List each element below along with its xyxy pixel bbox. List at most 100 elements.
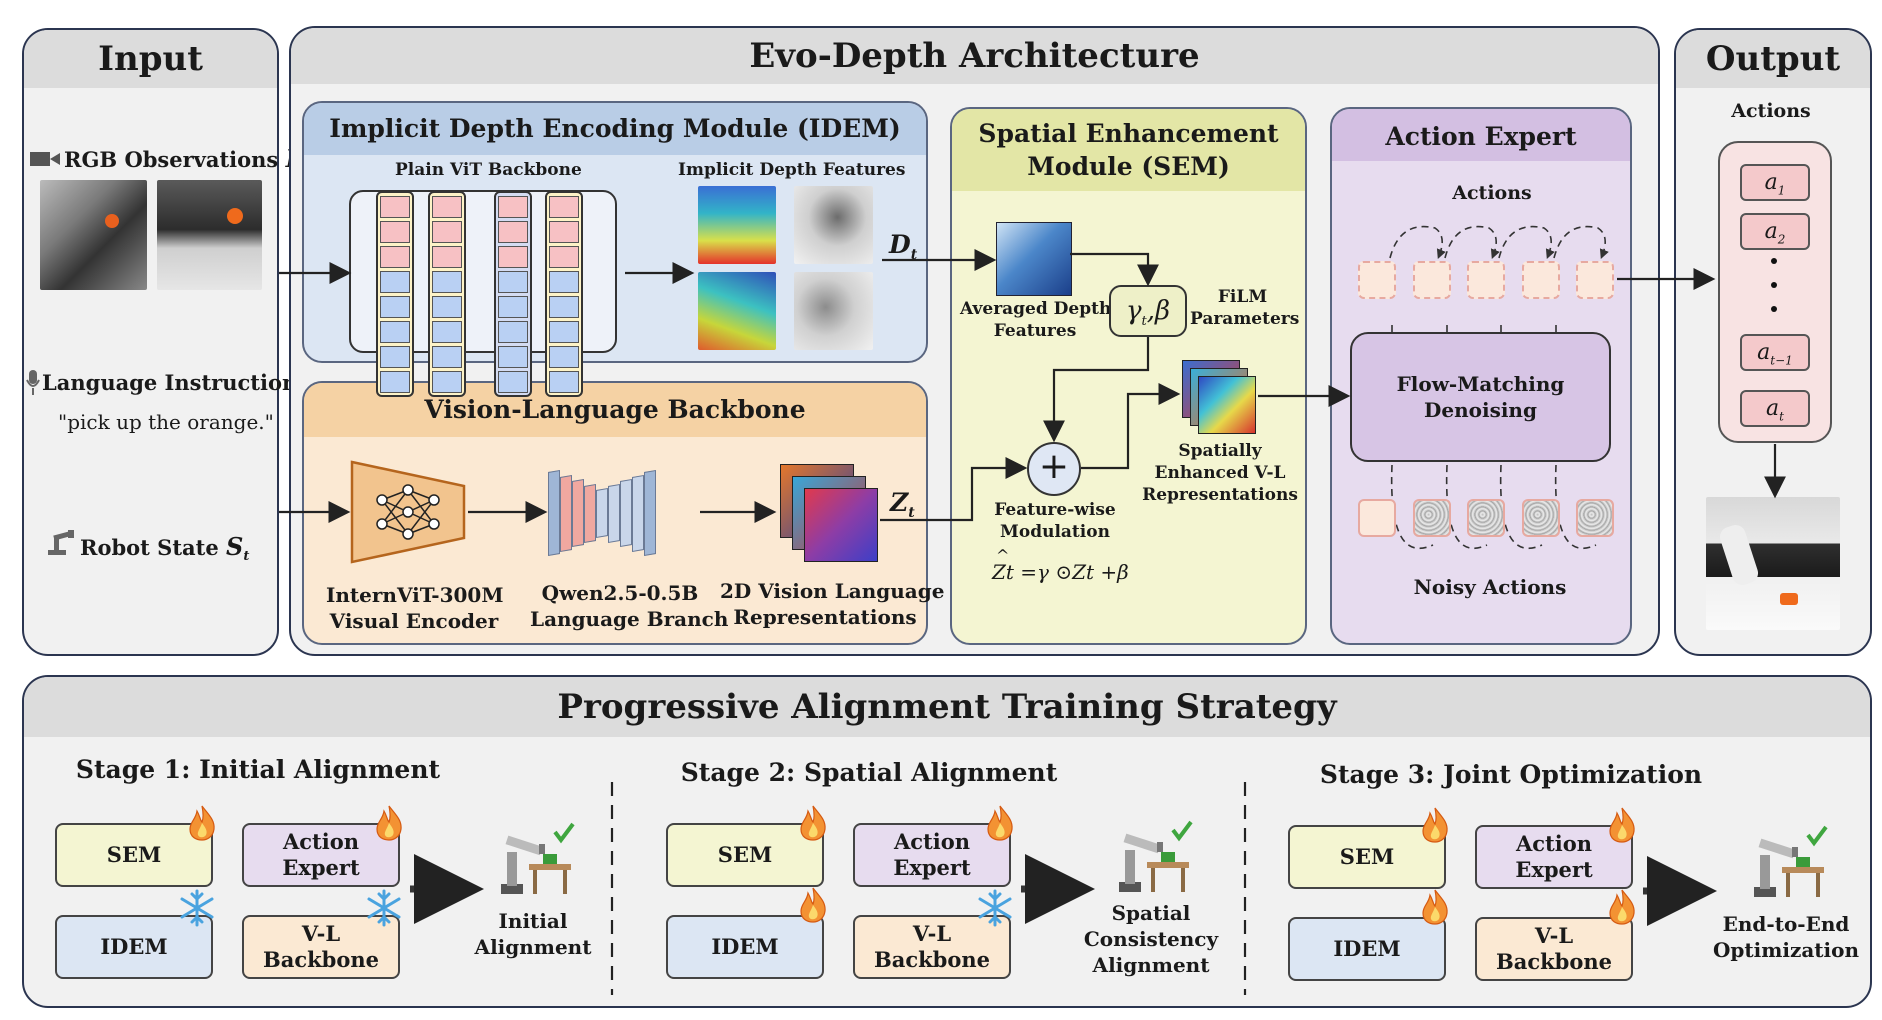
- rgb-observations-label: RGB Observations It: [64, 144, 303, 176]
- stage-sem-box: SEM: [55, 823, 213, 887]
- vl-backbone-title: Vision-Language Backbone: [304, 383, 926, 437]
- vit-token: [498, 221, 528, 243]
- clean-action-token: [1358, 499, 1396, 537]
- vit-token: [432, 271, 462, 293]
- box-line: Action: [1515, 831, 1593, 856]
- language-instruction-label: Language Instruction Lt: [42, 367, 327, 399]
- frozen-snowflake-icon: [976, 889, 1014, 927]
- predicted-action-token: [1576, 261, 1614, 299]
- output-ellipsis: [1769, 258, 1779, 318]
- input-title: Input: [24, 30, 277, 88]
- lm-layer: [644, 469, 656, 557]
- microphone-icon: [26, 370, 40, 396]
- vit-token: [498, 196, 528, 218]
- token-symbol: a: [1757, 340, 1771, 365]
- lm-layer: [608, 483, 620, 543]
- output-actions-label: Actions: [1731, 100, 1811, 122]
- token-symbol: a: [1766, 396, 1780, 421]
- predicted-action-token: [1522, 261, 1560, 299]
- vit-token: [549, 196, 579, 218]
- stage-idem-box: IDEM: [666, 915, 824, 979]
- language-branch-icon: [548, 464, 688, 560]
- vit-token: [498, 246, 528, 268]
- instruction-text: "pick up the orange.": [58, 410, 274, 434]
- box-line: V-L: [1534, 923, 1574, 948]
- vit-token: [549, 296, 579, 318]
- trainable-flame-icon: [799, 887, 827, 923]
- stage-title: Stage 2: Spatial Alignment: [680, 758, 1058, 787]
- vit-token: [380, 346, 410, 368]
- lm-layer: [548, 469, 560, 557]
- training-title: Progressive Alignment Training Strategy: [24, 677, 1870, 737]
- predicted-action-token: [1413, 261, 1451, 299]
- token-symbol: a: [1764, 170, 1778, 195]
- vit-token: [432, 196, 462, 218]
- predicted-action-token: [1358, 261, 1396, 299]
- box-line: V-L: [301, 921, 341, 946]
- visual-encoder-icon: [350, 460, 466, 564]
- box-line: Expert: [282, 855, 360, 880]
- output-title: Output: [1676, 30, 1870, 88]
- enhanced-vl-icon: [1182, 360, 1256, 434]
- output-robot-image: [1706, 497, 1840, 630]
- vit-token: [380, 371, 410, 393]
- idem-title: Implicit Depth Encoding Module (IDEM): [304, 103, 926, 155]
- vit-token: [549, 221, 579, 243]
- output-action-token: a1: [1740, 164, 1810, 201]
- stage-robot-icon: [1746, 825, 1830, 901]
- vit-token: [432, 221, 462, 243]
- depth-image-1: [794, 186, 873, 264]
- vit-token: [498, 296, 528, 318]
- lm-layer: [596, 487, 608, 539]
- stage-robot-icon: [493, 822, 577, 898]
- action-expert-actions-label: Actions: [1452, 182, 1532, 204]
- lm-layer: [620, 478, 632, 548]
- rgb-image-1: [40, 180, 147, 290]
- action-expert-title: Action Expert: [1332, 109, 1630, 161]
- result-line: End-to-End: [1722, 912, 1850, 936]
- stage-idem-box: IDEM: [55, 915, 213, 979]
- vit-token: [432, 321, 462, 343]
- result-line: Optimization: [1712, 938, 1860, 962]
- vit-token: [498, 321, 528, 343]
- stage-robot-icon: [1111, 820, 1195, 896]
- vit-token: [498, 371, 528, 393]
- stage-title: Stage 1: Initial Alignment: [75, 755, 441, 784]
- vit-token: [432, 346, 462, 368]
- vit-token: [380, 221, 410, 243]
- modulation-equation: ^Zt =γ ⊙Zt +β: [992, 546, 1129, 584]
- result-line: Initial: [498, 909, 568, 933]
- noisy-action-token: [1576, 499, 1614, 537]
- zt-label: Zt: [890, 488, 915, 521]
- token-subscript: 1: [1777, 183, 1786, 198]
- trainable-flame-icon: [375, 805, 403, 841]
- vit-token: [549, 371, 579, 393]
- box-line: Expert: [1515, 857, 1593, 882]
- box-line: V-L: [912, 921, 952, 946]
- noisy-action-token: [1413, 499, 1451, 537]
- token-subscript: 2: [1777, 232, 1786, 247]
- robot-arm-icon: [46, 530, 76, 556]
- camera-icon: [30, 150, 60, 168]
- trainable-flame-icon: [1421, 807, 1449, 843]
- box-line: Backbone: [873, 947, 990, 972]
- vit-token: [380, 196, 410, 218]
- lm-layer: [632, 474, 644, 552]
- result-line: Alignment: [474, 935, 592, 959]
- vl-representations-icon: [780, 464, 880, 562]
- depth-features-label: Implicit Depth Features: [678, 160, 906, 180]
- trainable-flame-icon: [188, 805, 216, 841]
- vit-token: [380, 246, 410, 268]
- vit-token: [549, 246, 579, 268]
- vit-token: [549, 346, 579, 368]
